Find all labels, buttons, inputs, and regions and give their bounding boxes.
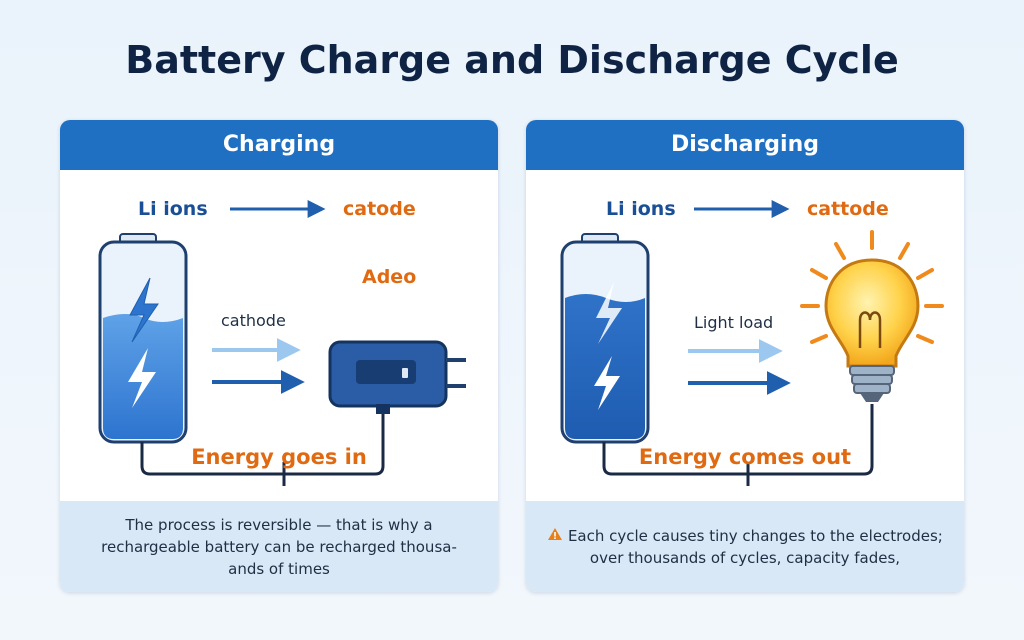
- discharging-note-wrap: Each cycle causes tiny changes to the el…: [540, 525, 950, 569]
- charging-device-label: Adeo: [362, 266, 416, 288]
- charging-ion-label: Li ions: [138, 198, 208, 220]
- discharging-header: Discharging: [526, 120, 964, 170]
- discharging-energy-text: Energy comes out: [638, 445, 852, 469]
- discharging-wire: [602, 404, 874, 476]
- battery-icon: [98, 233, 188, 444]
- discharging-ion-target: cattode: [807, 198, 889, 220]
- discharging-arrow-label: Light load: [694, 313, 773, 332]
- battery-icon: [560, 233, 650, 444]
- charging-header: Charging: [60, 120, 498, 170]
- lightning-icon: [128, 277, 159, 408]
- charging-panel: Charging Li ions catode: [60, 120, 498, 592]
- charging-energy-text: Energy goes in: [191, 445, 367, 469]
- lightbulb-icon: [800, 230, 944, 402]
- charging-ion-target: catode: [343, 198, 416, 220]
- discharging-diagram: Li ions cattode Light load: [560, 198, 944, 486]
- warning-icon: [548, 527, 563, 540]
- discharging-note-box: Each cycle causes tiny changes to the el…: [526, 501, 964, 592]
- charging-note-box: The process is reversible — that is why …: [60, 501, 498, 592]
- charging-note: The process is reversible — that is why …: [101, 515, 457, 578]
- charger-icon: [328, 340, 466, 414]
- charging-diagram: Li ions catode cathode Adeo: [98, 198, 466, 486]
- discharging-panel: Discharging Li ions cattode: [526, 120, 964, 592]
- charging-wire: [140, 414, 385, 476]
- lightning-icon: [594, 282, 622, 410]
- charging-arrow-label: cathode: [221, 311, 286, 330]
- page-title: Battery Charge and Discharge Cycle: [125, 38, 899, 82]
- discharging-ion-label: Li ions: [606, 198, 676, 220]
- discharging-note: Each cycle causes tiny changes to the el…: [567, 526, 943, 567]
